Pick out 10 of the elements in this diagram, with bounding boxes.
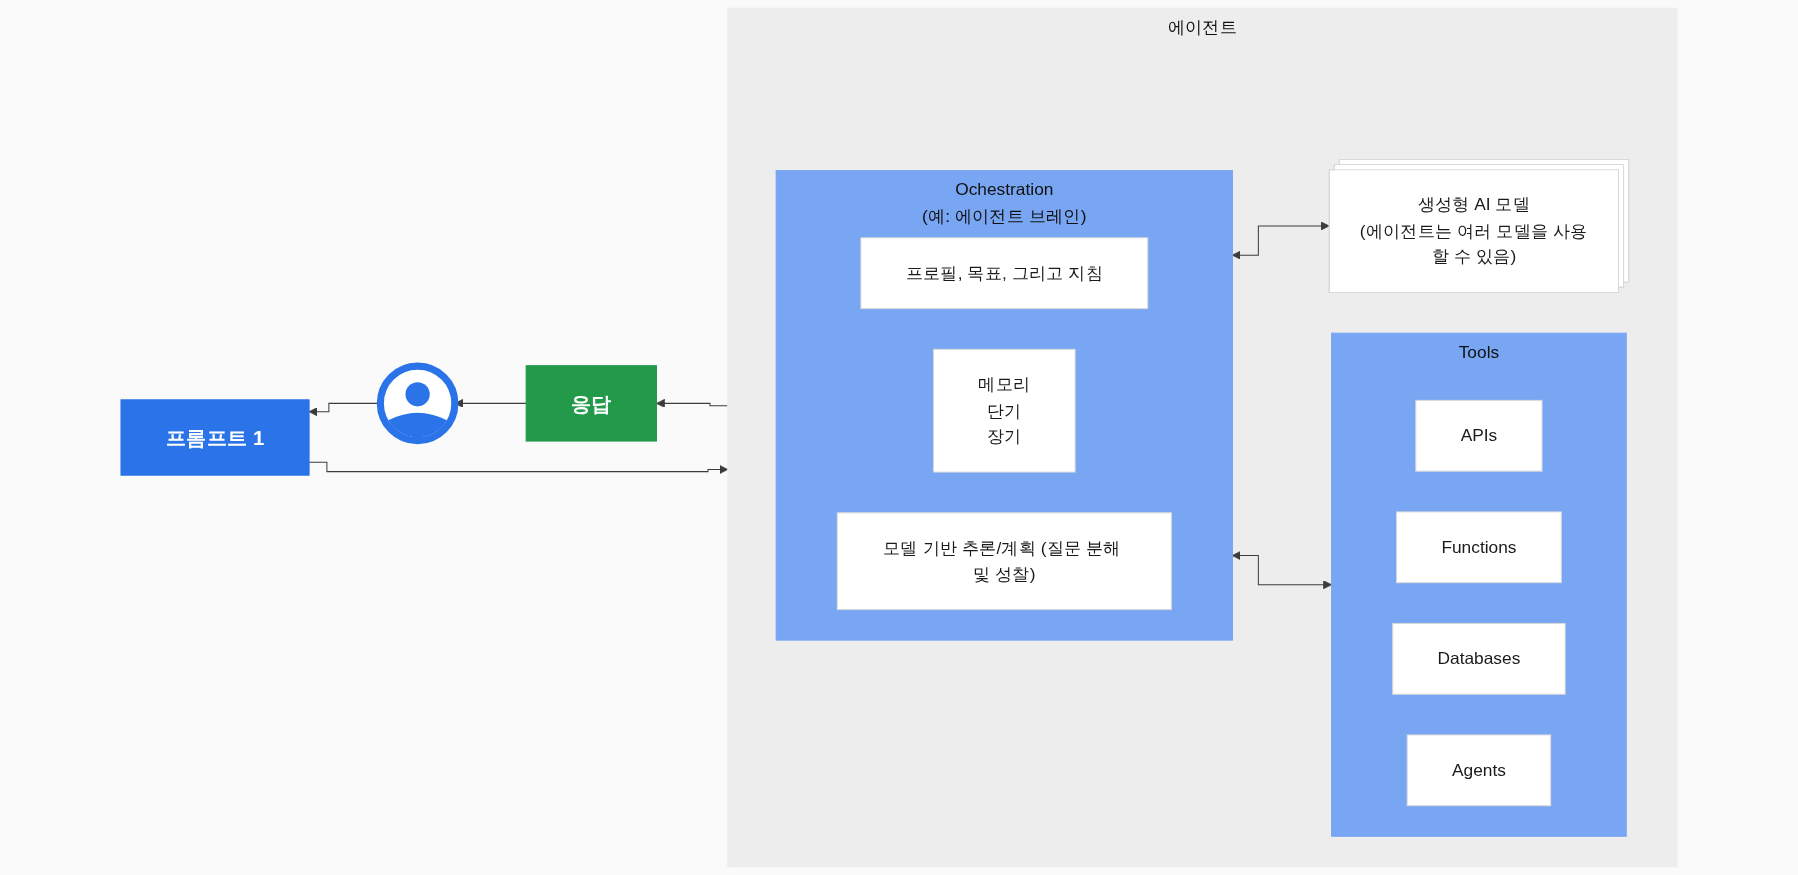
node-box: APIs [1415, 399, 1543, 472]
node-box: 프롬프트 1 [120, 399, 310, 476]
node-person [376, 362, 459, 445]
node-box: 응답 [525, 365, 657, 442]
node-box: 프로필, 목표, 그리고 지침 [860, 237, 1149, 310]
node-box: 메모리 단기 장기 [933, 348, 1076, 473]
node-box: Functions [1396, 511, 1562, 584]
node-box: Agents [1406, 734, 1552, 807]
node-box: 모델 기반 추론/계획 (질문 분해 및 성찰) [836, 512, 1172, 611]
node-box: Databases [1392, 622, 1566, 695]
